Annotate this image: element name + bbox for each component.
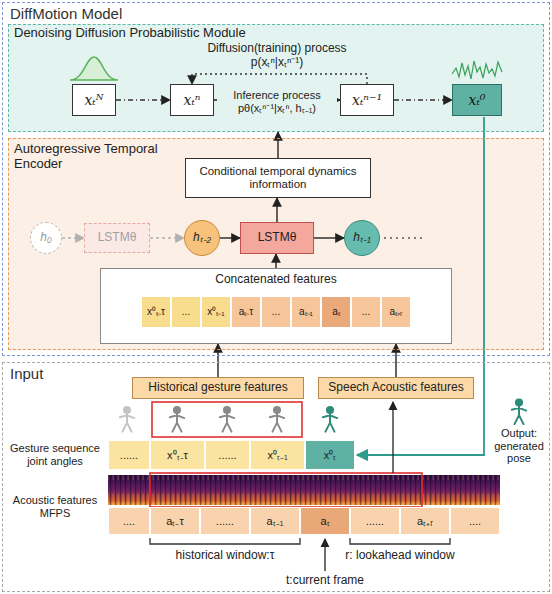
region-title: Denoising Diffusion Probabilistic Module [14, 26, 334, 41]
annotation-label: t:current frame [270, 573, 380, 589]
history-bracket [150, 538, 300, 544]
node-text: hₜ₋₁ [353, 231, 370, 245]
connector-arrow [314, 237, 344, 238]
sequence-cell: ... [261, 296, 291, 328]
connector-arrow [150, 237, 184, 238]
sequence-cell: ... [171, 296, 201, 328]
annotation-label: Output: generated pose [492, 426, 546, 466]
input-frame: InputHistorical gesture features Speech A… [2, 362, 550, 592]
state-box: xₜⁿ⁻¹ [340, 84, 394, 116]
node-text: LSTMθ [258, 231, 297, 245]
sequence-cell: ...... [350, 507, 400, 535]
sequence-cell: .... [108, 507, 150, 535]
annotation-label: r: lookahead window [335, 548, 465, 564]
state-box: xₜᴺ [72, 84, 116, 116]
sequence-cell: ... [351, 296, 381, 328]
sequence-cell: aₜ [300, 507, 350, 535]
connector-arrow [116, 99, 170, 100]
edge-label: Inference process pθ(xₜⁿ⁻¹|xₜⁿ, hₜ₋₁) [217, 88, 337, 115]
annotation-label: Gesture sequence joint angles [4, 438, 106, 472]
connector-arrow [192, 74, 367, 84]
hidden-state-circle: hₜ₋₁ [344, 220, 380, 256]
lstm-box: LSTMθ [240, 222, 314, 254]
connector-arrow [395, 344, 396, 377]
connector-arrow [220, 237, 240, 238]
node-text: xₜⁿ⁻¹ [352, 92, 382, 108]
module-ground [8, 24, 544, 132]
node-text: Historical gesture features [148, 381, 287, 395]
sequence-cell: aₜ₋₁ [250, 507, 300, 535]
edge-label: Diffusion(training) process p(xₜⁿ|xₜⁿ⁻¹) [190, 41, 364, 71]
node-text: hₜ₋₂ [193, 231, 211, 245]
sequence-cell: ...... [200, 507, 250, 535]
connector-arrow [394, 99, 452, 100]
sequence-cell: ...... [205, 440, 250, 470]
spectrogram [108, 475, 500, 505]
node-text: Conditional temporal dynamics informatio… [186, 165, 370, 191]
region-title: Input [10, 365, 130, 382]
state-box: xₜⁿ [170, 84, 214, 116]
hidden-state-circle: hₜ₋₂ [184, 220, 220, 256]
connector-arrow [275, 254, 276, 268]
sequence-cell: ...... [108, 440, 150, 470]
sequence-cell: x⁰ₜ₋₁ [250, 440, 305, 470]
acoustic-window-highlight [150, 473, 422, 507]
spectrogram-texture [108, 475, 500, 505]
annotation-label: Acoustic features MFPS [4, 490, 106, 524]
process-box: Conditional temporal dynamics informatio… [185, 158, 371, 198]
gaussian-curve [70, 57, 118, 80]
current-frame-arrow [324, 539, 325, 571]
node-text: Concatenated features [215, 273, 336, 287]
sequence-cell: aₜ [321, 296, 351, 328]
sequence-cell: aₜ₋τ [150, 507, 200, 535]
sequence-cell: aₜ₊ᵣ [400, 507, 450, 535]
connector-arrow [62, 237, 84, 238]
node-text: LSTMθ [98, 231, 137, 245]
connector-arrow [277, 132, 278, 158]
lstm-box: LSTMθ [84, 223, 150, 253]
annotation-label: historical window:τ [150, 548, 300, 564]
sequence-cell: aₜ₊ᵣ [381, 296, 411, 328]
continuation-dots [384, 237, 422, 239]
node-text: xₜⁿ [183, 92, 200, 108]
sequence-cell: x⁰ₜ₋τ [141, 296, 171, 328]
sequence-cell: x⁰ₜ₋τ [150, 440, 205, 470]
pose-figure [220, 407, 234, 432]
pose-figure [323, 407, 337, 432]
sequence-cell: x⁰ₜ [305, 440, 355, 470]
connector-arrow [217, 344, 218, 377]
region-title: Autoregressive Temporal Encoder [14, 142, 188, 172]
output-figure [512, 399, 526, 424]
encoder-ground [8, 138, 544, 350]
node-text: xₜᴺ [84, 92, 103, 108]
lookahead-bracket [350, 538, 450, 544]
sequence-cell: aₜ₋₁ [291, 296, 321, 328]
feature-box: Historical gesture features [132, 377, 304, 399]
node-text: h₀ [40, 231, 52, 245]
output-state-box: xₜ⁰ [452, 84, 502, 116]
sequence-cell: aₜ₋τ [231, 296, 261, 328]
pose-figure [170, 407, 184, 432]
sequence-cell: x⁰ₜ₋₁ [201, 296, 231, 328]
hidden-state-circle: h₀ [30, 222, 62, 254]
gesture-window-highlight [152, 402, 302, 437]
acoustic-feed-arrow [392, 402, 393, 473]
sequence-cell: .... [450, 507, 500, 535]
connector-arrow [276, 198, 277, 222]
feature-box: Speech Acoustic features [318, 377, 474, 399]
node-text: xₜ⁰ [469, 92, 486, 108]
pose-figure [120, 407, 134, 432]
noise-signal [452, 61, 502, 79]
node-text: Speech Acoustic features [328, 381, 463, 395]
region-title: DiffMotion Model [10, 5, 310, 22]
pose-figure [270, 407, 284, 432]
